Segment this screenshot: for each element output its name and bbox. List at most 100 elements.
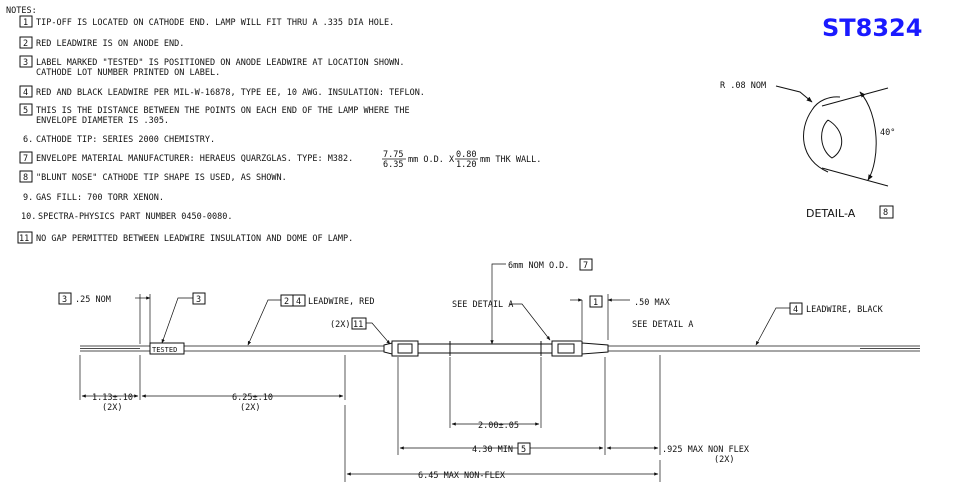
note-number: 1 bbox=[23, 18, 28, 28]
angle-ray-upper bbox=[821, 87, 889, 107]
anode-seal bbox=[383, 342, 393, 355]
detail-angle-label: 40° bbox=[880, 128, 895, 138]
d625-text: 6.25±.10 bbox=[232, 393, 273, 403]
lower-dimensions: 1.13±.10 (2X) 6.25±.10 (2X) 2.00±.05 4.3… bbox=[79, 355, 750, 482]
upper-callouts: 3 .25 NOM 3 2 4 LEADWIRE, RED (2X) 11 6m… bbox=[58, 258, 884, 346]
d625-x: (2X) bbox=[240, 403, 260, 413]
note-text: "BLUNT NOSE" CATHODE TIP SHAPE IS USED, … bbox=[36, 173, 287, 183]
leadwire-black-leader bbox=[755, 307, 790, 346]
d113-x: (2X) bbox=[102, 403, 122, 413]
max50-note-number: 1 bbox=[593, 298, 598, 308]
note-number: 2 bbox=[23, 39, 28, 49]
tip-outline-upper bbox=[811, 96, 841, 111]
d925-text: .925 MAX NON FLEX bbox=[662, 445, 750, 455]
d25-note-number: 3 bbox=[62, 295, 67, 305]
see-detail-right: SEE DETAIL A bbox=[632, 320, 693, 330]
note-number: 5 bbox=[23, 106, 28, 116]
wall-fraction-numerator: 0.80 bbox=[456, 150, 476, 160]
leadwire-black-text: LEADWIRE, BLACK bbox=[806, 305, 884, 315]
note-4: 4 RED AND BLACK LEADWIRE PER MIL-W-16878… bbox=[19, 85, 425, 98]
note-text: ENVELOPE MATERIAL MANUFACTURER: HERAEUS … bbox=[36, 154, 353, 164]
note-number-box bbox=[19, 103, 33, 116]
tested-label-text: TESTED bbox=[152, 346, 177, 354]
detail-a: R .08 NOM 40° DETAIL-A 8 bbox=[720, 81, 895, 220]
note-text: SPECTRA-PHYSICS PART NUMBER 0450-0080. bbox=[38, 212, 232, 222]
note-text: TIP-OFF IS LOCATED ON CATHODE END. LAMP … bbox=[36, 18, 394, 28]
d430-text: 4.30 MIN bbox=[472, 445, 513, 455]
label-leader bbox=[161, 297, 193, 344]
note-5: 5 THIS IS THE DISTANCE BETWEEN THE POINT… bbox=[19, 103, 410, 126]
note-text: THIS IS THE DISTANCE BETWEEN THE POINTS … bbox=[36, 106, 410, 116]
od-leader bbox=[490, 263, 506, 345]
gap-note-box bbox=[351, 317, 367, 330]
cathode-cap bbox=[551, 340, 583, 357]
d113-text: 1.13±.10 bbox=[92, 393, 133, 403]
od-note-number: 7 bbox=[583, 261, 588, 271]
angle-arc bbox=[859, 91, 877, 181]
note-10: 10. SPECTRA-PHYSICS PART NUMBER 0450-008… bbox=[21, 212, 232, 222]
note-text: RED LEADWIRE IS ON ANODE END. bbox=[36, 39, 184, 49]
anode-cap bbox=[391, 340, 419, 357]
note-text-mid: mm O.D. X bbox=[408, 155, 455, 165]
label-note-number: 3 bbox=[196, 295, 201, 305]
note-text: NO GAP PERMITTED BETWEEN LEADWIRE INSULA… bbox=[36, 234, 353, 244]
note-number: 8 bbox=[23, 173, 28, 183]
note-number: 4 bbox=[23, 88, 28, 98]
max50-note-box bbox=[589, 295, 603, 308]
od-text: 6mm NOM O.D. bbox=[508, 261, 569, 271]
note-text: LABEL MARKED "TESTED" IS POSITIONED ON A… bbox=[36, 58, 404, 68]
note-number: 9. bbox=[23, 193, 33, 203]
gap-note-number: 11 bbox=[353, 320, 363, 330]
note-8: 8 "BLUNT NOSE" CATHODE TIP SHAPE IS USED… bbox=[19, 170, 287, 183]
radius-leader bbox=[775, 85, 813, 103]
max50-text: .50 MAX bbox=[634, 298, 671, 308]
tested-label bbox=[149, 342, 185, 355]
note-9: 9. GAS FILL: 700 TORR XENON. bbox=[23, 193, 164, 203]
note-text-line2: ENVELOPE DIAMETER IS .305. bbox=[36, 116, 169, 126]
notes-heading: NOTES: bbox=[6, 6, 37, 16]
leadwire-red-text: LEADWIRE, RED bbox=[308, 297, 375, 307]
note-text: CATHODE TIP: SERIES 2000 CHEMISTRY. bbox=[36, 135, 215, 145]
cathode-seal bbox=[581, 342, 609, 355]
note-number-box bbox=[19, 36, 33, 49]
note-text: RED AND BLACK LEADWIRE PER MIL-W-16878, … bbox=[36, 88, 425, 98]
note-text-tail: mm THK WALL. bbox=[480, 155, 541, 165]
note-11: 11 NO GAP PERMITTED BETWEEN LEADWIRE INS… bbox=[17, 231, 353, 244]
note-number-box bbox=[19, 151, 33, 164]
detail-radius-label: R .08 NOM bbox=[720, 81, 766, 91]
tip-outline-lower bbox=[803, 109, 829, 173]
detail-note-number: 8 bbox=[883, 208, 888, 218]
od-note-box bbox=[579, 258, 593, 271]
cathode-cap-inner bbox=[557, 343, 575, 354]
detail-note-box bbox=[879, 205, 894, 219]
note-number: 6. bbox=[23, 135, 33, 145]
leadwire-red-note-box-2 bbox=[292, 294, 306, 307]
label-note-box bbox=[192, 292, 206, 305]
lamp-assembly: TESTED bbox=[80, 340, 920, 357]
note-6: 6. CATHODE TIP: SERIES 2000 CHEMISTRY. bbox=[23, 135, 215, 145]
wall-fraction-denominator: 1.20 bbox=[456, 160, 476, 170]
tip-inner-curve bbox=[821, 119, 843, 159]
d645-text: 6.45 MAX NON-FLEX bbox=[418, 471, 506, 481]
note-number: 11 bbox=[19, 234, 29, 244]
d25-text: .25 NOM bbox=[75, 295, 111, 305]
d925-x: (2X) bbox=[714, 455, 734, 465]
note-2: 2 RED LEADWIRE IS ON ANODE END. bbox=[19, 36, 184, 49]
d25-note-box bbox=[58, 292, 72, 305]
note-text: GAS FILL: 700 TORR XENON. bbox=[36, 193, 164, 203]
note-number-box bbox=[19, 85, 33, 98]
note-number: 10. bbox=[21, 212, 36, 222]
see-detail-left: SEE DETAIL A bbox=[452, 300, 513, 310]
gap-leader bbox=[366, 322, 391, 345]
od-fraction-numerator: 7.75 bbox=[383, 150, 403, 160]
gap-prefix: (2X) bbox=[330, 320, 350, 330]
od-fraction-denominator: 6.35 bbox=[383, 160, 403, 170]
leadwire-red-note-2: 4 bbox=[296, 297, 301, 307]
note-3: 3 LABEL MARKED "TESTED" IS POSITIONED ON… bbox=[19, 55, 404, 78]
leadwire-red-note-1: 2 bbox=[284, 297, 289, 307]
d430-note-number: 5 bbox=[521, 445, 526, 455]
note-number: 7 bbox=[23, 154, 28, 164]
leadwire-red-leader bbox=[247, 299, 281, 346]
d200-text: 2.00±.05 bbox=[478, 421, 519, 431]
